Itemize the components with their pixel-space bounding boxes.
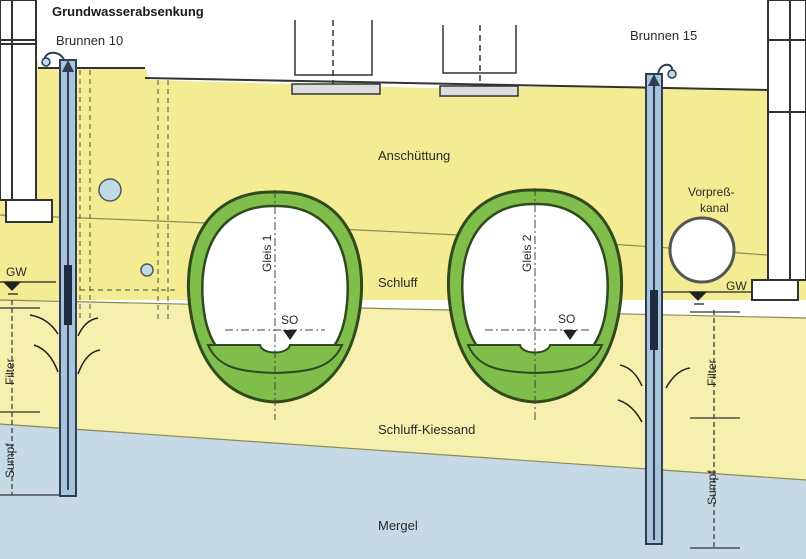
groundwater-marker-left (0, 281, 56, 295)
dimension-left (0, 300, 60, 496)
diagram-title: Grundwasserabsenkung (52, 4, 204, 19)
label-layer-fill: Anschüttung (378, 148, 450, 163)
label-so-1: SO (281, 313, 298, 327)
sheet-pile-left (79, 70, 175, 320)
label-so-2: SO (558, 312, 575, 326)
label-gw-left: GW (6, 265, 27, 279)
street-surface (38, 0, 770, 90)
pipe-small-2 (140, 263, 154, 277)
pipe-small-1 (98, 178, 122, 202)
label-track-1: Gleis 1 (260, 234, 274, 272)
label-layer-marl: Mergel (378, 518, 418, 533)
label-well-15: Brunnen 15 (630, 28, 697, 43)
well-15 (617, 63, 691, 545)
tunnel-track-1 (187, 190, 363, 420)
tunnel-track-2 (447, 188, 623, 420)
building-left (0, 0, 53, 223)
layer-marl (0, 424, 806, 559)
dimension-right (690, 310, 740, 549)
label-sump-left: Sumpf (3, 443, 17, 478)
label-layer-silt-gravel: Schluff-Kiessand (378, 422, 475, 437)
station-entrance-1 (291, 20, 381, 95)
station-entrance-2 (439, 25, 519, 97)
groundwater-marker-right (662, 291, 752, 305)
label-pregrout-channel: Vorpreß- kanal (688, 185, 738, 215)
label-filter-right: Filter (705, 359, 719, 386)
label-track-2: Gleis 2 (520, 234, 534, 272)
label-sump-right: Sumpf (705, 470, 719, 505)
label-filter-left: Filter (3, 358, 17, 385)
building-right (751, 0, 806, 301)
well-10 (29, 51, 101, 497)
label-well-10: Brunnen 10 (56, 33, 123, 48)
label-layer-silt: Schluff (378, 275, 418, 290)
label-gw-right: GW (726, 279, 747, 293)
pregrout-channel-pipe (668, 216, 736, 284)
